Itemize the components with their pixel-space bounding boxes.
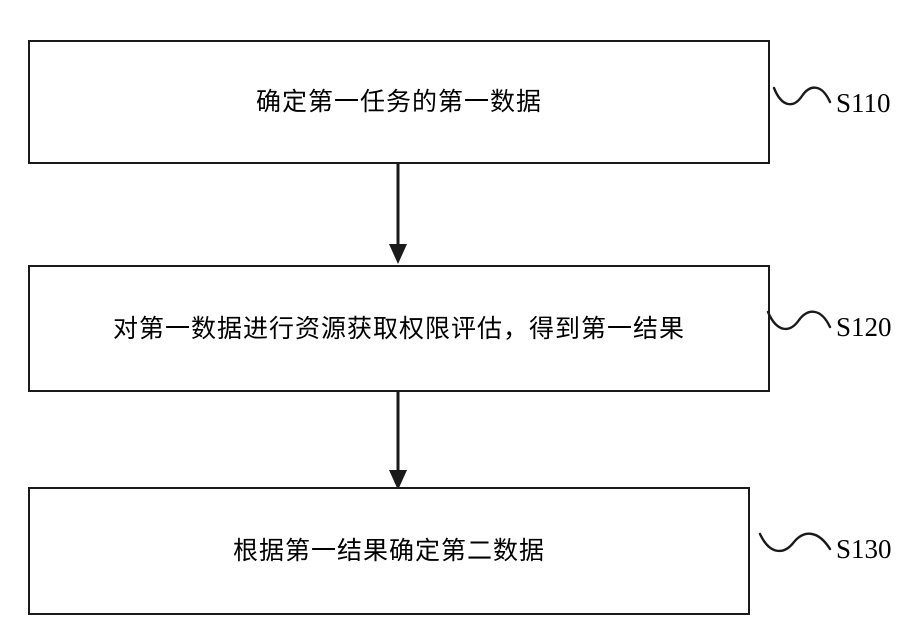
process-box-s120: 对第一数据进行资源获取权限评估，得到第一结果 xyxy=(28,265,770,392)
process-box-s130: 根据第一结果确定第二数据 xyxy=(28,487,750,615)
process-box-s110-label: 确定第一任务的第一数据 xyxy=(255,87,542,116)
leader-squiggle-s110 xyxy=(772,82,832,117)
process-box-s110: 确定第一任务的第一数据 xyxy=(28,40,770,164)
process-box-s130-label: 根据第一结果确定第二数据 xyxy=(232,536,545,565)
connector-s110-s120 xyxy=(378,164,418,271)
process-box-s120-label: 对第一数据进行资源获取权限评估，得到第一结果 xyxy=(112,313,685,343)
connector-s120-s130 xyxy=(378,392,418,497)
reference-label-s120: S120 xyxy=(836,312,892,342)
reference-label-s110: S110 xyxy=(836,88,891,118)
reference-label-s130: S130 xyxy=(836,534,892,564)
leader-squiggle-s120 xyxy=(766,306,832,341)
leader-squiggle-s130 xyxy=(758,528,832,563)
